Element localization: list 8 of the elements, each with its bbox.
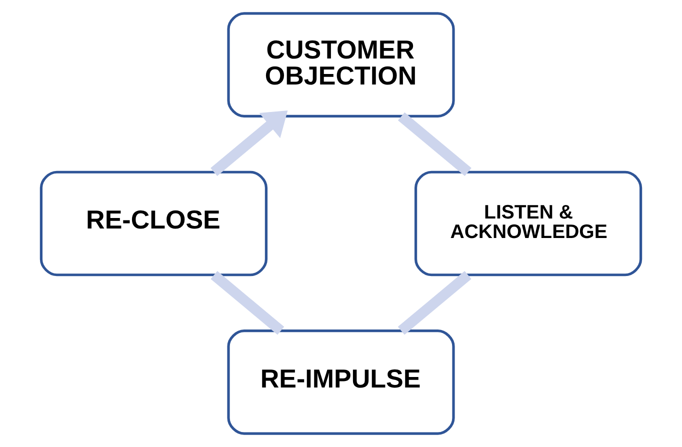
node-box: RE-CLOSE [40,170,268,276]
connector [398,112,472,176]
connector [398,271,472,335]
connector [210,271,284,335]
node-box: CUSTOMER OBJECTION [227,12,455,118]
arrow [210,110,288,176]
node-box: RE-IMPULSE [227,330,455,435]
node-box: LISTEN & ACKNOWLEDGE [414,170,642,276]
